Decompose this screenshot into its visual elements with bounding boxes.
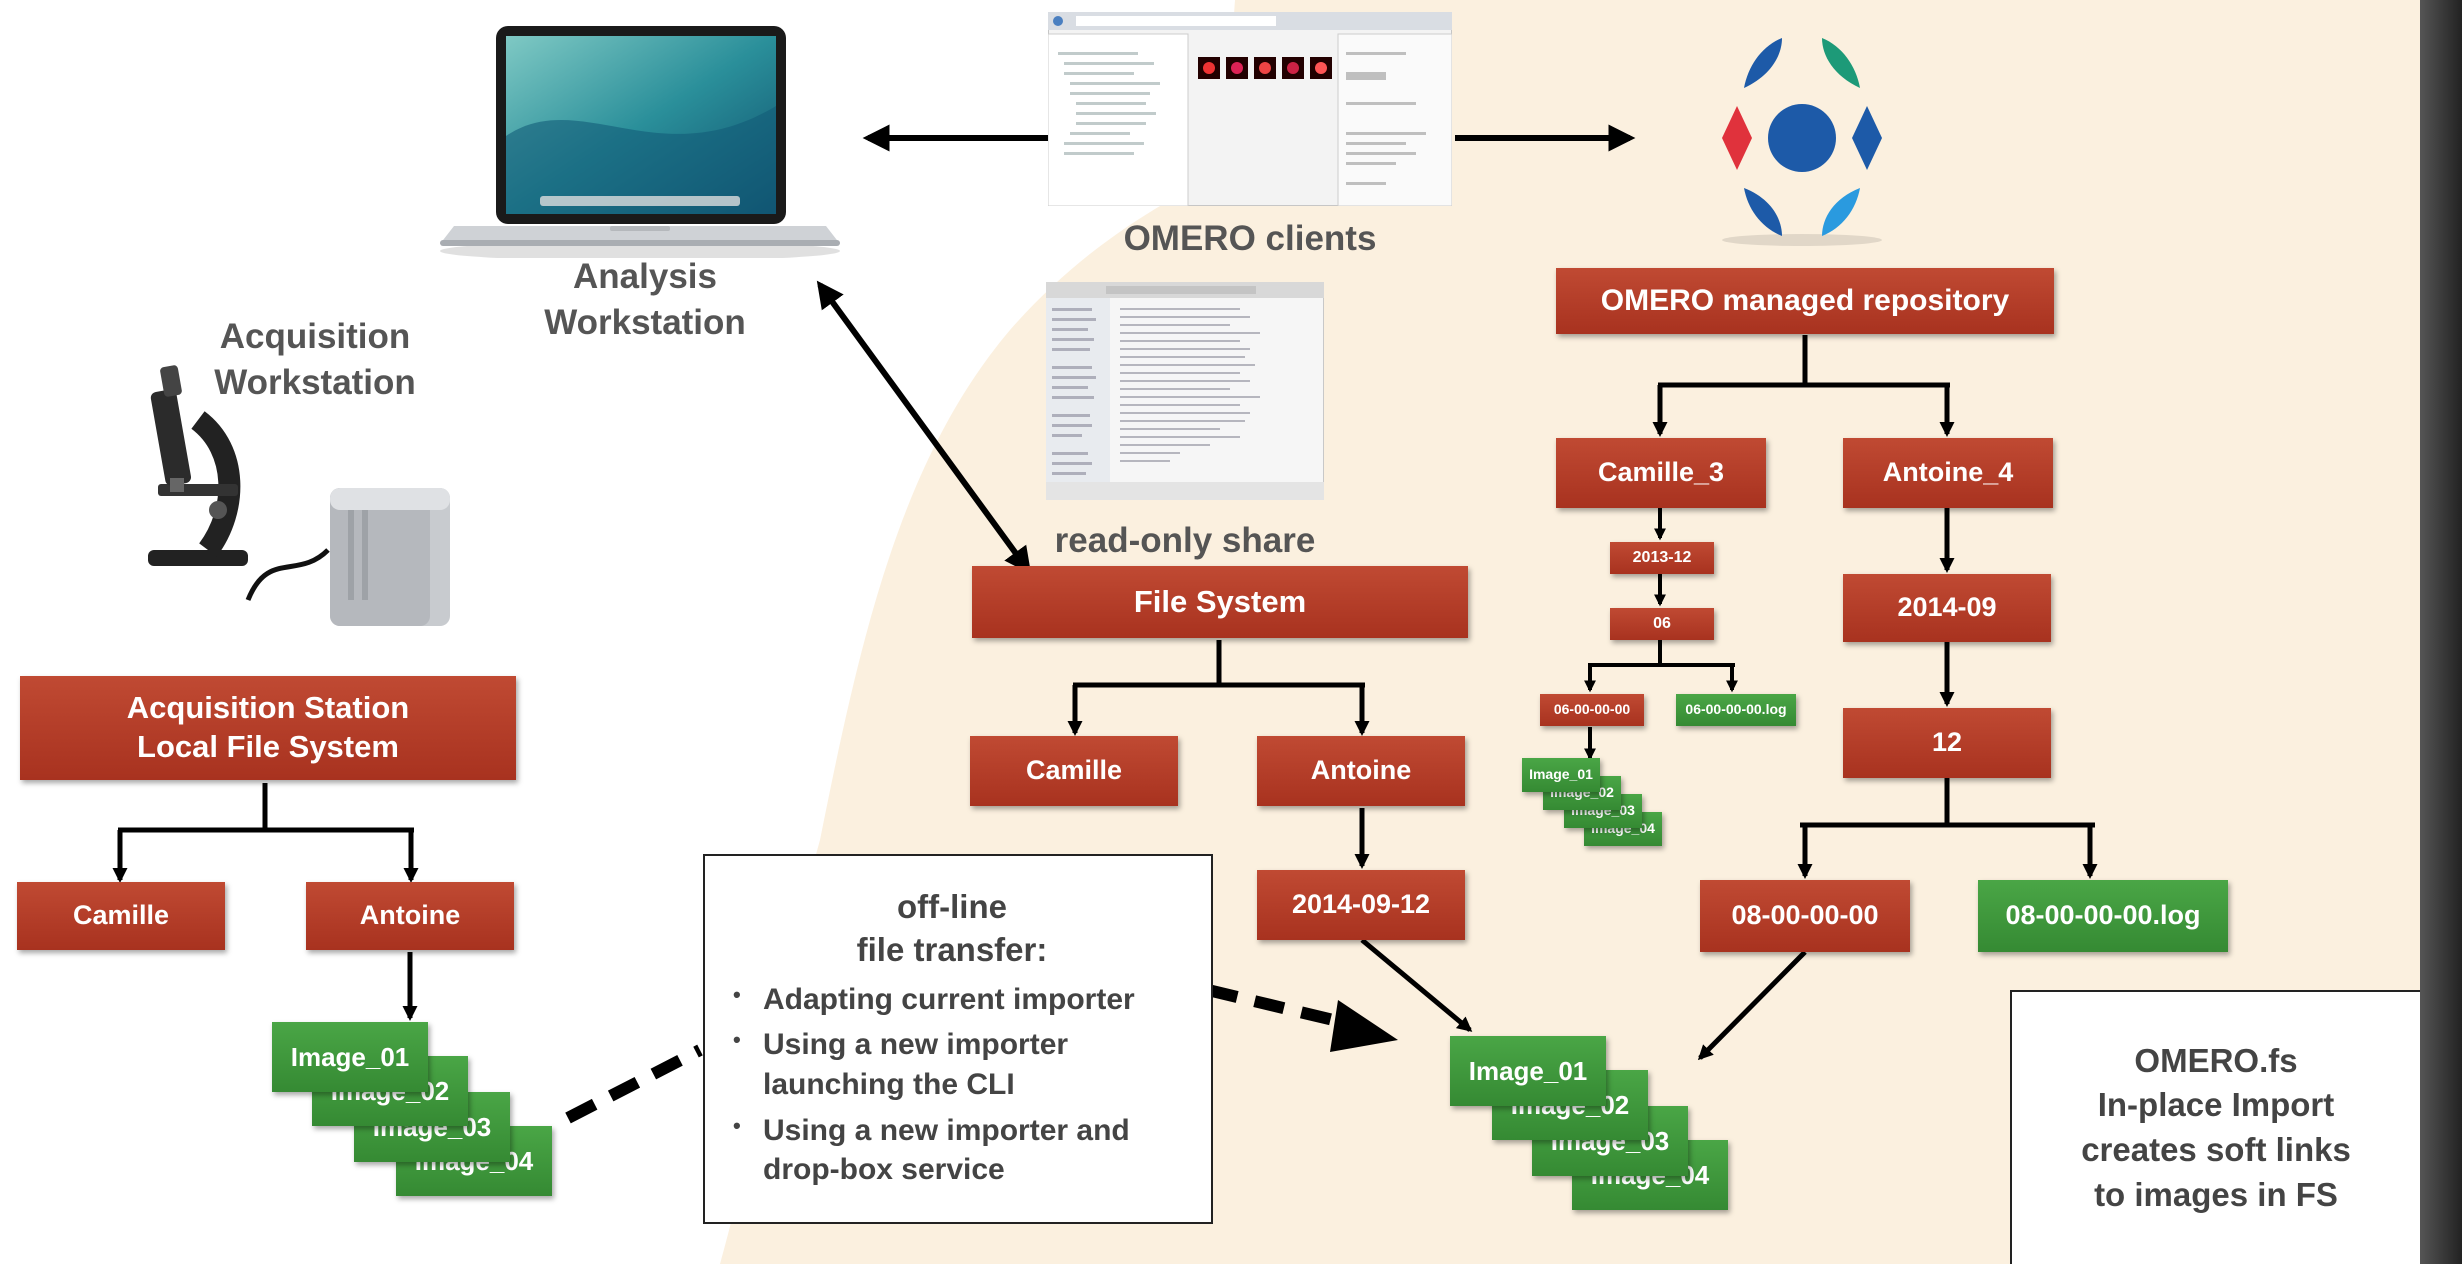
- repo-camille3-box: Camille_3: [1556, 438, 1766, 508]
- offline-transfer-item: Using a new importer launching the CLI: [733, 1025, 1191, 1104]
- fs-antoine-box: Antoine: [1257, 736, 1465, 806]
- fs-date-box: 2014-09-12: [1257, 870, 1465, 940]
- read-only-share-label: read-only share: [1054, 521, 1316, 560]
- omero-fs-text: OMERO.fs In-place Import creates soft li…: [2081, 1041, 2351, 1213]
- repo-camille-log-box: 06-00-00-00.log: [1676, 694, 1796, 726]
- finder-window-screenshot: [1045, 281, 1325, 501]
- repo-antoine-day-box: 12: [1843, 708, 2051, 778]
- acquisition-station-box: Acquisition Station Local File System: [20, 676, 516, 780]
- repo-antoine-time-box: 08-00-00-00: [1700, 880, 1910, 952]
- repo-c-image-01: Image_01: [1522, 758, 1600, 792]
- repo-antoine-year-box: 2014-09: [1843, 574, 2051, 642]
- microscope-icon: [118, 360, 258, 570]
- analysis-workstation-label: Analysis Workstation: [544, 257, 746, 342]
- repo-antoine4-box: Antoine_4: [1843, 438, 2053, 508]
- repo-camille-day-box: 06: [1610, 608, 1714, 640]
- storage-drive-icon: [238, 480, 466, 630]
- acq-antoine-box: Antoine: [306, 882, 514, 950]
- repo-antoine-log-box: 08-00-00-00.log: [1978, 880, 2228, 952]
- omero-logo-icon: [1682, 36, 1922, 246]
- offline-transfer-title: off-line file transfer:: [856, 888, 1048, 968]
- acq-image-01: Image_01: [272, 1022, 428, 1092]
- laptop-icon: [440, 26, 840, 261]
- acquisition-workstation-label: Acquisition Workstation: [214, 317, 416, 402]
- offline-transfer-item: Using a new importer and drop-box servic…: [733, 1111, 1191, 1190]
- repo-camille-year-box: 2013-12: [1610, 542, 1714, 574]
- offline-transfer-list: Adapting current importer Using a new im…: [713, 980, 1191, 1190]
- file-system-box: File System: [972, 566, 1468, 638]
- offline-transfer-note: off-line file transfer: Adapting current…: [703, 854, 1213, 1224]
- offline-transfer-item: Adapting current importer: [733, 980, 1191, 1020]
- acq-camille-box: Camille: [17, 882, 225, 950]
- repo-camille-time-box: 06-00-00-00: [1540, 694, 1644, 726]
- omero-fs-note: OMERO.fs In-place Import creates soft li…: [2010, 990, 2420, 1264]
- omero-clients-label: OMERO clients: [1123, 219, 1377, 258]
- fs-camille-box: Camille: [970, 736, 1178, 806]
- managed-repository-box: OMERO managed repository: [1556, 268, 2054, 334]
- omero-client-screenshot: [1047, 11, 1453, 207]
- fs-image-01: Image_01: [1450, 1036, 1606, 1106]
